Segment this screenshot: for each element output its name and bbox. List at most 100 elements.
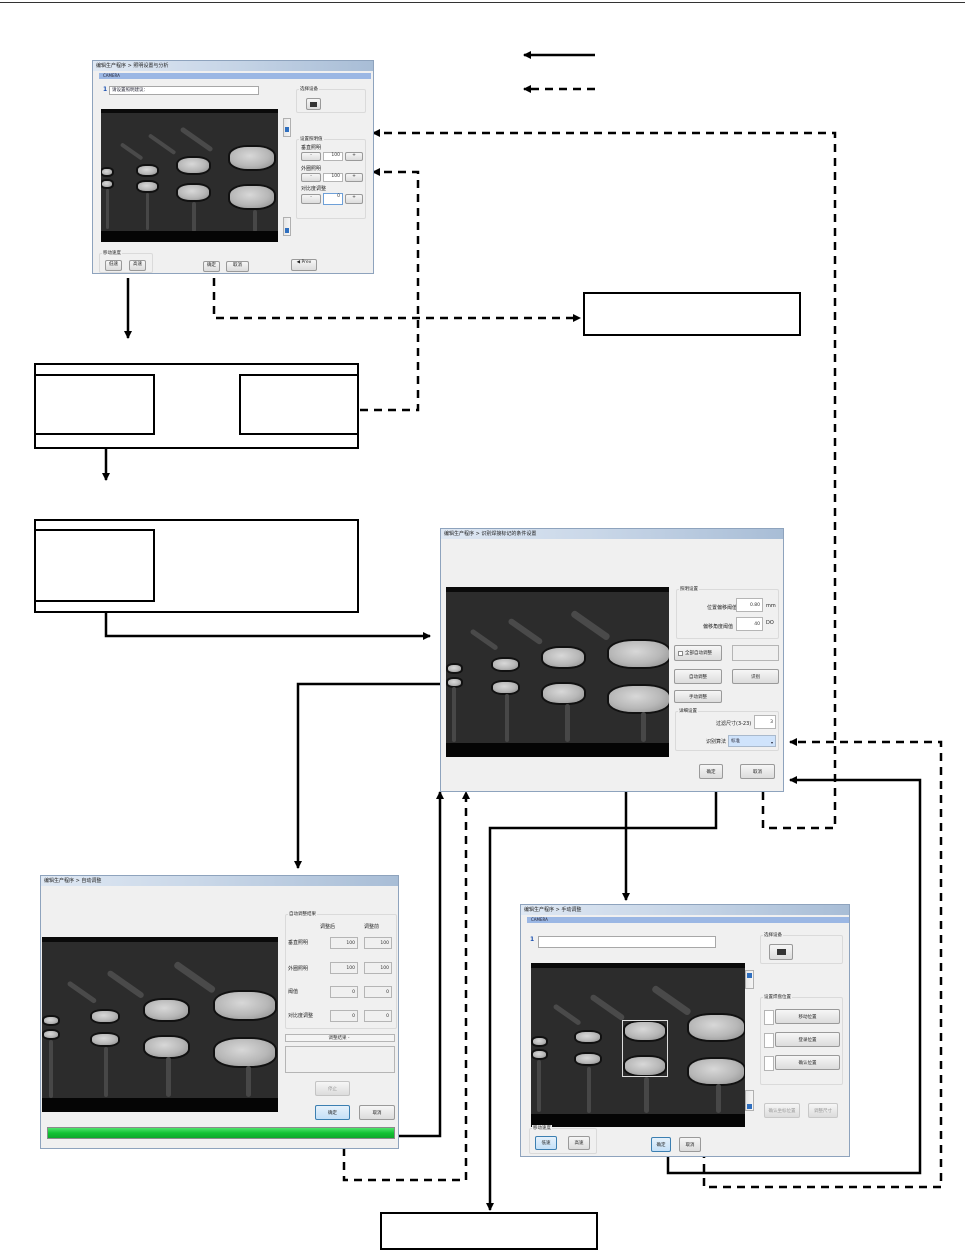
move-position-button[interactable]: 移动位置 <box>775 1009 840 1024</box>
vertical-light-value[interactable]: 100 <box>323 152 343 161</box>
dialog-camera-settings: 编辑生产程序 > 照明设置与分析 CAMERA 1 请设置照明建议： 选择设备 … <box>92 60 374 274</box>
camera-tab[interactable]: CAMERA <box>527 917 849 923</box>
confirm-coords-button[interactable]: 确认坐标位置 <box>764 1103 800 1118</box>
auto-adjust-button[interactable]: 自动调整 <box>674 669 722 684</box>
arrow-lower-box-to-detection <box>104 612 431 640</box>
filter-size-label: 过滤尺寸(3-23) <box>716 721 752 727</box>
row-label: 阈值 <box>288 989 299 995</box>
window-title: 编辑生产程序 > 识别焊接标记的条件设置 <box>441 529 783 539</box>
ok-button[interactable]: 确定 <box>315 1105 350 1120</box>
arrow-auto-ok-to-detection <box>398 791 444 1138</box>
vertical-light-plus[interactable]: + <box>345 152 363 161</box>
scroll-up-handle[interactable] <box>745 970 754 989</box>
high-speed-button[interactable]: 高速 <box>568 1136 590 1150</box>
filter-size-input[interactable]: 3 <box>754 715 776 729</box>
camera-image[interactable] <box>42 937 278 1112</box>
camera-image[interactable] <box>101 109 278 242</box>
camera-image[interactable] <box>446 587 669 757</box>
flow-box-mid-upper-right <box>239 374 359 435</box>
row-after-value: 100 <box>330 962 358 974</box>
position-indicator <box>764 1033 774 1048</box>
stop-button[interactable]: 停止 <box>315 1081 350 1096</box>
device-camera-button[interactable] <box>306 98 321 110</box>
dialog-manual-adjust: 编辑生产程序 > 手动调整 CAMERA 1 选择设备 设置焊盘位置 移动位置 … <box>520 904 850 1157</box>
scroll-down-handle[interactable] <box>745 1090 754 1111</box>
manual-adjust-button[interactable]: 手动调整 <box>674 690 722 703</box>
position-group: 设置焊盘位置 移动位置 登录位置 确认位置 <box>760 994 843 1085</box>
row-before-value: 100 <box>364 962 392 974</box>
row-before-value: 0 <box>364 1010 392 1022</box>
contrast-value[interactable]: 0 <box>323 193 343 205</box>
vertical-light-label: 垂直照明 <box>301 145 322 151</box>
instruction-field[interactable] <box>538 936 716 948</box>
dialog-detection-settings: 编辑生产程序 > 识别焊接标记的条件设置 照明设置 位置偏移阈值 0.80 mm… <box>440 528 784 792</box>
method-select[interactable]: 标准 ▾ <box>728 735 776 747</box>
scroll-down-handle[interactable] <box>283 217 291 236</box>
high-speed-button[interactable]: 高速 <box>129 260 146 271</box>
selection-roi[interactable] <box>622 1020 668 1077</box>
recognize-button[interactable]: 识别 <box>732 669 779 684</box>
prev-button[interactable]: ◀ Prev <box>291 259 317 271</box>
device-camera-button[interactable] <box>769 944 793 960</box>
cancel-button[interactable]: 取消 <box>679 1137 701 1152</box>
instruction-field[interactable]: 请设置照明建议： <box>109 86 259 95</box>
cancel-button[interactable]: 取消 <box>740 764 775 779</box>
position-tolerance-label: 位置偏移阈值 <box>707 605 738 611</box>
window-title: 编辑生产程序 > 手动调整 <box>521 905 849 915</box>
camera-image[interactable] <box>531 963 745 1127</box>
angle-tolerance-input[interactable]: 40 <box>736 617 763 631</box>
outer-light-minus[interactable]: - <box>301 173 321 182</box>
select-device-group: 选择设备 <box>296 86 366 113</box>
row-after-value: 0 <box>330 986 358 998</box>
page-top-rule <box>0 0 965 3</box>
result-group: 自动调整结果 调整后 调整前 垂直照明 100 100 外圈照明 100 100… <box>285 911 397 1029</box>
check-position-button[interactable]: 确认位置 <box>775 1055 840 1070</box>
outer-light-label: 外圈照明 <box>301 166 322 172</box>
flow-box-top-right <box>583 292 801 336</box>
adjust-size-button[interactable]: 调整尺寸 <box>808 1103 838 1118</box>
step-number: 1 <box>530 936 535 943</box>
select-device-group: 选择设备 <box>760 932 843 964</box>
window-title: 编辑生产程序 > 自动调整 <box>41 876 398 886</box>
low-speed-button[interactable]: 低速 <box>535 1136 557 1150</box>
detail-group: 详细设置 过滤尺寸(3-23) 3 识别算法 标准 ▾ <box>675 708 779 751</box>
vertical-light-minus[interactable]: - <box>301 152 321 161</box>
ok-button[interactable]: 确定 <box>651 1137 671 1152</box>
low-speed-button[interactable]: 低速 <box>105 260 122 271</box>
status-display <box>732 645 779 661</box>
contrast-minus[interactable]: - <box>301 194 321 204</box>
camera-tab[interactable]: CAMERA <box>99 73 371 79</box>
cancel-button[interactable]: 取消 <box>226 261 249 272</box>
outer-light-plus[interactable]: + <box>345 173 363 182</box>
arrow-detection-to-auto <box>294 682 446 869</box>
outer-light-value[interactable]: 100 <box>323 173 343 182</box>
flow-box-mid-lower-inner <box>34 529 155 602</box>
contrast-plus[interactable]: + <box>345 194 363 204</box>
arrow-ok-to-top-right-box <box>212 278 581 322</box>
angle-tolerance-label: 偏移角度阈值 <box>703 624 734 630</box>
step-number: 1 <box>103 86 108 93</box>
cancel-button[interactable]: 取消 <box>359 1105 395 1120</box>
register-position-button[interactable]: 登录位置 <box>775 1032 840 1047</box>
row-label: 垂直照明 <box>288 940 309 946</box>
arrow-manual-cancel-to-detection <box>702 738 943 1189</box>
status-message-box <box>285 1046 395 1073</box>
row-label: 外圈照明 <box>288 966 309 972</box>
arrow-detection-ok-to-bottom-box <box>486 792 718 1211</box>
camera-icon <box>776 949 786 955</box>
chevron-down-icon: ▾ <box>770 740 773 745</box>
dialog-auto-adjust: 编辑生产程序 > 自动调整 自动调整结果 调整后 调整前 垂直照明 100 10… <box>40 875 399 1149</box>
status-label: 调整结果 - <box>285 1034 395 1042</box>
row-before-value: 100 <box>364 937 392 949</box>
col-after-header: 调整后 <box>320 924 336 930</box>
illumination-group: 照明设置 位置偏移阈值 0.80 mm 偏移角度阈值 40 DO <box>676 586 779 639</box>
position-indicator <box>764 1010 774 1025</box>
ok-button[interactable]: 确定 <box>699 764 723 779</box>
ok-button[interactable]: 确定 <box>203 261 220 272</box>
position-tolerance-input[interactable]: 0.80 <box>736 598 763 612</box>
arrow-detection-to-top-dialog <box>372 129 837 830</box>
method-label: 识别算法 <box>706 739 727 745</box>
all-auto-adjust-checkbox[interactable]: 全部自动调整 <box>674 645 722 661</box>
scroll-up-handle[interactable] <box>283 118 291 137</box>
